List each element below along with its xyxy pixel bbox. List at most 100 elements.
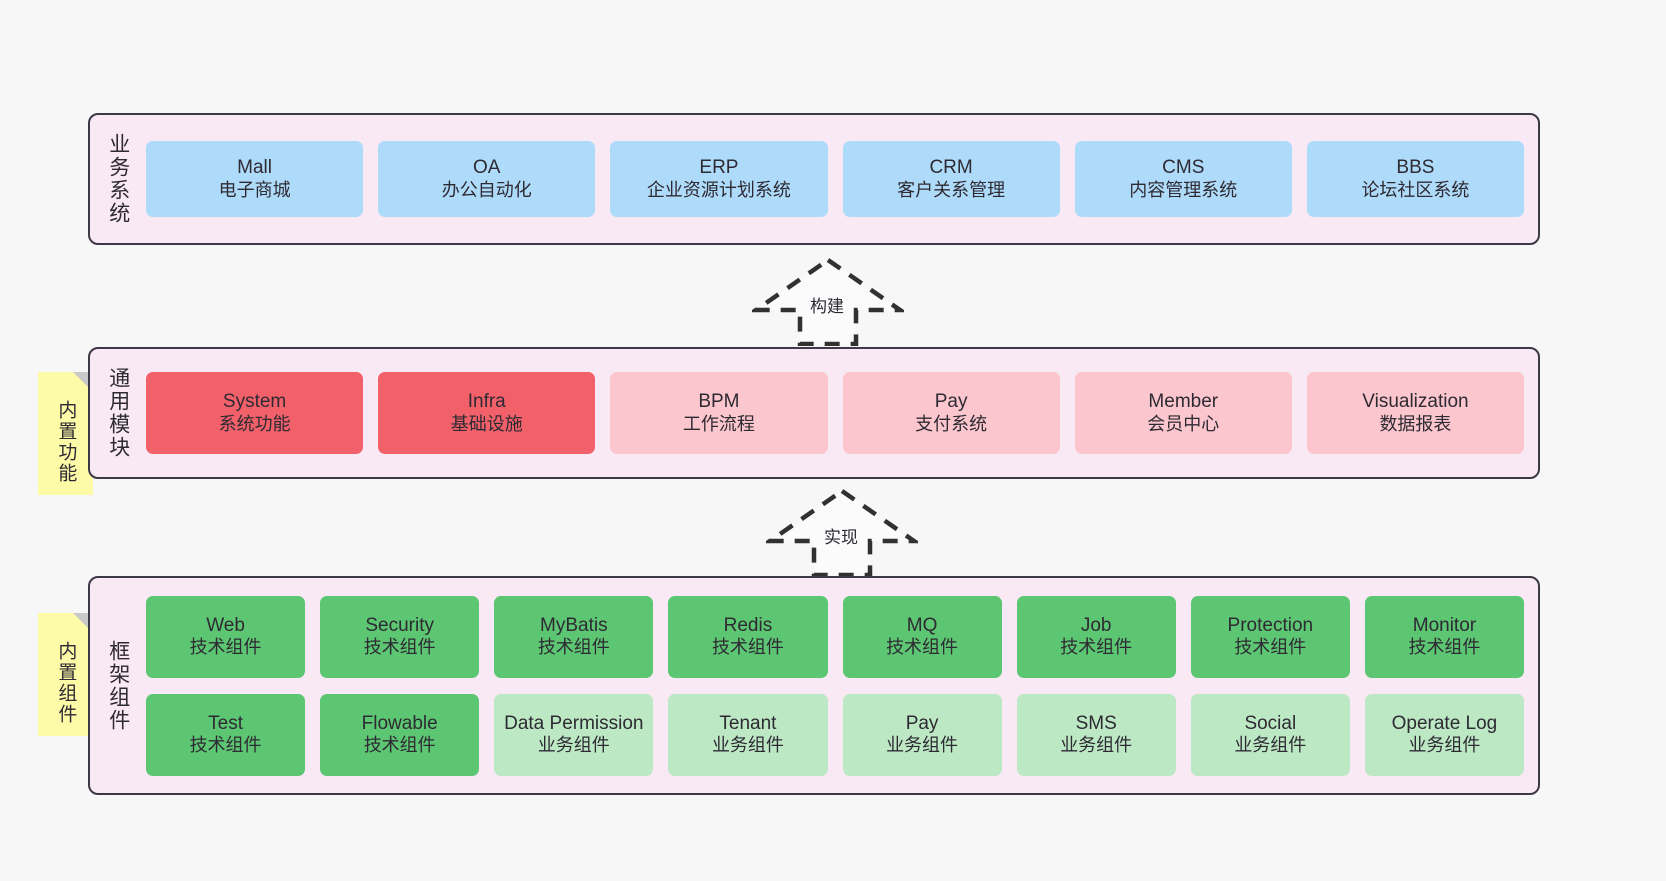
node-social[interactable]: Social 业务组件 [1190,693,1350,776]
layer-business-system: 业务系统 Mall 电子商城 OA 办公自动化 ERP 企业资源计划系统 CRM… [88,113,1540,245]
node-subtitle: 技术组件 [363,735,436,756]
node-title: Test [208,712,243,734]
node-subtitle: 工作流程 [682,413,755,434]
node-data-permission[interactable]: Data Permission 业务组件 [494,693,654,776]
node-title: Member [1148,391,1219,413]
node-web[interactable]: Web 技术组件 [146,595,306,678]
node-title: Flowable [361,712,438,734]
connector-label-build: 构建 [810,297,844,316]
node-subtitle: 会员中心 [1147,413,1220,434]
node-title: Monitor [1412,614,1477,636]
node-subtitle: 技术组件 [189,735,262,756]
connector-label-implement: 实现 [824,528,858,547]
node-mall[interactable]: Mall 电子商城 [146,141,364,217]
node-title: Security [365,614,434,636]
node-subtitle: 技术组件 [537,637,610,658]
node-security[interactable]: Security 技术组件 [320,595,480,678]
node-subtitle: 技术组件 [189,637,262,658]
node-subtitle: 业务组件 [1408,735,1481,756]
node-subtitle: 支付系统 [915,413,988,434]
layer-title-framework: 框架组件 [106,639,130,732]
node-title: SMS [1075,712,1117,734]
node-subtitle: 客户关系管理 [897,179,1006,200]
node-title: BBS [1396,157,1435,179]
node-pay[interactable]: Pay 支付系统 [842,372,1060,454]
layer-body-framework: Web 技术组件 Security 技术组件 MyBatis 技术组件 Redi… [146,578,1538,793]
node-bpm[interactable]: BPM 工作流程 [610,372,828,454]
layer-row: Test 技术组件 Flowable 技术组件 Data Permission … [146,693,1524,776]
note-builtin-components: 内置组件 [38,613,93,736]
node-subtitle: 技术组件 [1060,637,1133,658]
node-subtitle: 业务组件 [886,735,959,756]
node-pay-component[interactable]: Pay 业务组件 [842,693,1002,776]
node-title: Redis [723,614,773,636]
node-erp[interactable]: ERP 企业资源计划系统 [610,141,828,217]
node-mq[interactable]: MQ 技术组件 [842,595,1002,678]
layer-row: Web 技术组件 Security 技术组件 MyBatis 技术组件 Redi… [146,595,1524,678]
node-system[interactable]: System 系统功能 [146,372,364,454]
node-sms[interactable]: SMS 业务组件 [1016,693,1176,776]
node-subtitle: 内容管理系统 [1129,179,1238,200]
node-subtitle: 技术组件 [363,637,436,658]
node-title: Web [206,614,245,636]
layer-body-business: Mall 电子商城 OA 办公自动化 ERP 企业资源计划系统 CRM 客户关系… [146,115,1538,243]
node-title: Social [1244,712,1297,734]
node-title: Pay [905,712,939,734]
node-title: CRM [929,157,973,179]
node-title: Pay [934,391,968,413]
node-subtitle: 系统功能 [218,413,291,434]
node-subtitle: 基础设施 [450,413,523,434]
node-infra[interactable]: Infra 基础设施 [378,372,596,454]
node-subtitle: 技术组件 [1408,637,1481,658]
node-cms[interactable]: CMS 内容管理系统 [1074,141,1292,217]
node-redis[interactable]: Redis 技术组件 [668,595,828,678]
layer-title-common: 通用模块 [106,367,130,459]
node-title: MyBatis [540,614,608,636]
node-title: Tenant [719,712,777,734]
node-subtitle: 论坛社区系统 [1361,179,1470,200]
layer-row: System 系统功能 Infra 基础设施 BPM 工作流程 Pay 支付系统… [146,372,1525,454]
node-subtitle: 企业资源计划系统 [646,179,791,200]
node-subtitle: 业务组件 [537,735,610,756]
node-subtitle: 技术组件 [711,637,784,658]
node-subtitle: 技术组件 [886,637,959,658]
node-subtitle: 技术组件 [1234,637,1307,658]
note-builtin-features: 内置功能 [38,372,93,495]
node-title: Protection [1227,614,1314,636]
node-protection[interactable]: Protection 技术组件 [1190,595,1350,678]
generalization-arrow-build-icon [752,257,904,346]
node-flowable[interactable]: Flowable 技术组件 [320,693,480,776]
layer-framework-component: 框架组件 Web 技术组件 Security 技术组件 MyBatis 技术组件… [88,576,1540,795]
node-title: ERP [699,157,739,179]
node-bbs[interactable]: BBS 论坛社区系统 [1306,141,1525,217]
node-title: System [222,391,287,413]
node-title: Data Permission [504,712,644,734]
node-job[interactable]: Job 技术组件 [1016,595,1176,678]
node-title: Infra [467,391,506,413]
node-subtitle: 业务组件 [1060,735,1133,756]
layer-body-common: System 系统功能 Infra 基础设施 BPM 工作流程 Pay 支付系统… [146,349,1538,477]
node-subtitle: 电子商城 [218,179,291,200]
node-monitor[interactable]: Monitor 技术组件 [1364,595,1524,678]
node-title: Operate Log [1391,712,1498,734]
node-mybatis[interactable]: MyBatis 技术组件 [494,595,654,678]
node-crm[interactable]: CRM 客户关系管理 [842,141,1060,217]
node-subtitle: 业务组件 [1234,735,1307,756]
generalization-arrow-implement-icon [766,488,918,577]
layer-common-module: 通用模块 System 系统功能 Infra 基础设施 BPM 工作流程 Pay… [88,347,1540,479]
node-title: Mall [237,157,272,179]
node-tenant[interactable]: Tenant 业务组件 [668,693,828,776]
node-title: CMS [1162,157,1205,179]
node-subtitle: 数据报表 [1379,413,1452,434]
node-visualization[interactable]: Visualization 数据报表 [1306,372,1525,454]
layer-title-business: 业务系统 [106,133,130,225]
node-test[interactable]: Test 技术组件 [146,693,306,776]
node-subtitle: 业务组件 [711,735,784,756]
node-member[interactable]: Member 会员中心 [1074,372,1292,454]
node-title: Job [1080,614,1112,636]
node-oa[interactable]: OA 办公自动化 [378,141,596,217]
node-operate-log[interactable]: Operate Log 业务组件 [1364,693,1524,776]
node-title: OA [473,157,501,179]
node-title: Visualization [1362,391,1469,413]
